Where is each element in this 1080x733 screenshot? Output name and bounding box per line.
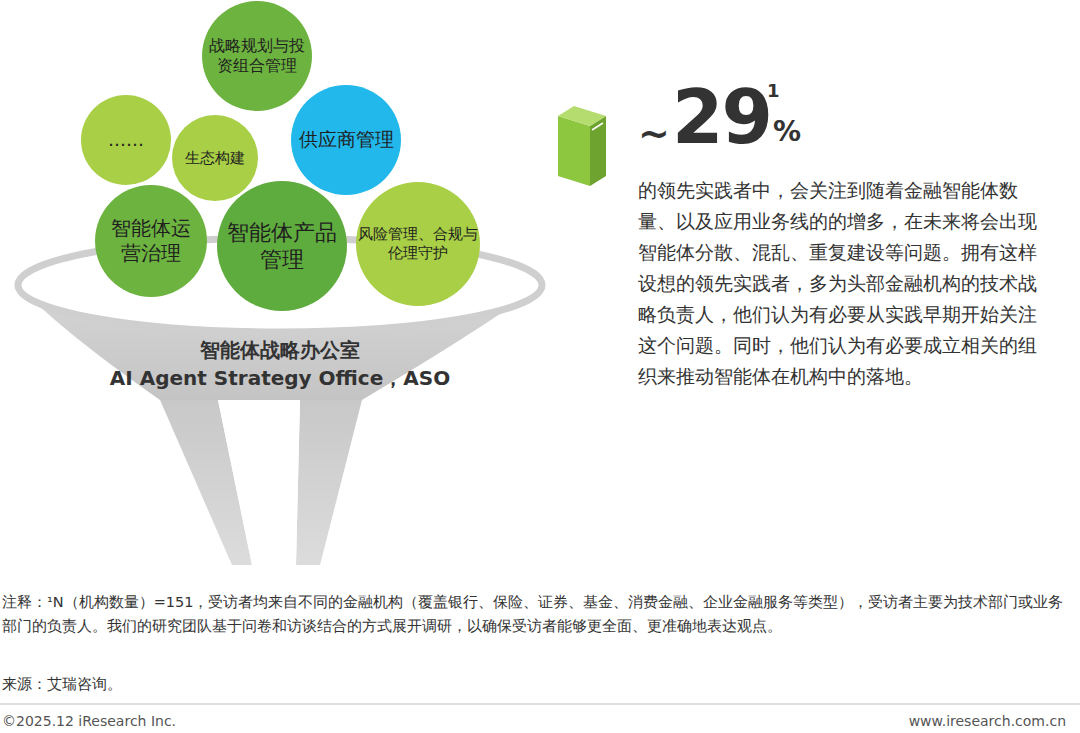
funnel-spout-gap [218, 400, 300, 565]
percent-sign: % [773, 118, 801, 146]
tilde: ~ [638, 114, 670, 152]
circle-text: 风险管理、合规与伦理守护 [357, 225, 479, 263]
circle-text: …… [91, 129, 161, 152]
circle-text: 供应商管理 [294, 128, 398, 152]
footnote: 注释：¹N（机构数量）=151，受访者均来自不同的金融机构（覆盖银行、保险、证券… [2, 590, 1076, 638]
circle-node: 生态构建 [172, 115, 258, 201]
stat-group: ~29% 1 [638, 80, 838, 170]
office-subtitle: AI Agent Strategy Office，ASO [110, 364, 450, 392]
circle-node: 智能体运营治理 [95, 185, 207, 297]
funnel-node: 智能体战略办公室AI Agent Strategy Office，ASO [60, 336, 500, 392]
office-title: 智能体战略办公室 [200, 336, 360, 364]
copyright: ©2025.12 iResearch Inc. [2, 712, 176, 730]
circle-text: 智能体产品管理 [224, 219, 340, 274]
circle-node: 风险管理、合规与伦理守护 [356, 182, 480, 306]
circle-text: 智能体运营治理 [105, 216, 197, 266]
source-note: 来源：艾瑞咨询。 [2, 674, 122, 694]
circle-node: …… [81, 95, 171, 185]
circle-text: 战略规划与投资组合管理 [209, 36, 305, 76]
circle-text: 生态构建 [180, 149, 250, 168]
circle-node: 供应商管理 [291, 85, 401, 195]
footnote-marker: 1 [767, 82, 780, 100]
footer-rule [0, 704, 1080, 705]
website: www.iresearch.com.cn [909, 712, 1066, 730]
book-icon [558, 106, 606, 186]
body-text: 的领先实践者中，会关注到随着金融智能体数量、以及应用业务线的的增多，在未来将会出… [638, 175, 1042, 392]
stat-number: 29 [672, 80, 771, 154]
circle-node: 智能体产品管理 [217, 181, 347, 311]
circle-node: 战略规划与投资组合管理 [202, 1, 312, 111]
funnel-spout [296, 400, 362, 565]
